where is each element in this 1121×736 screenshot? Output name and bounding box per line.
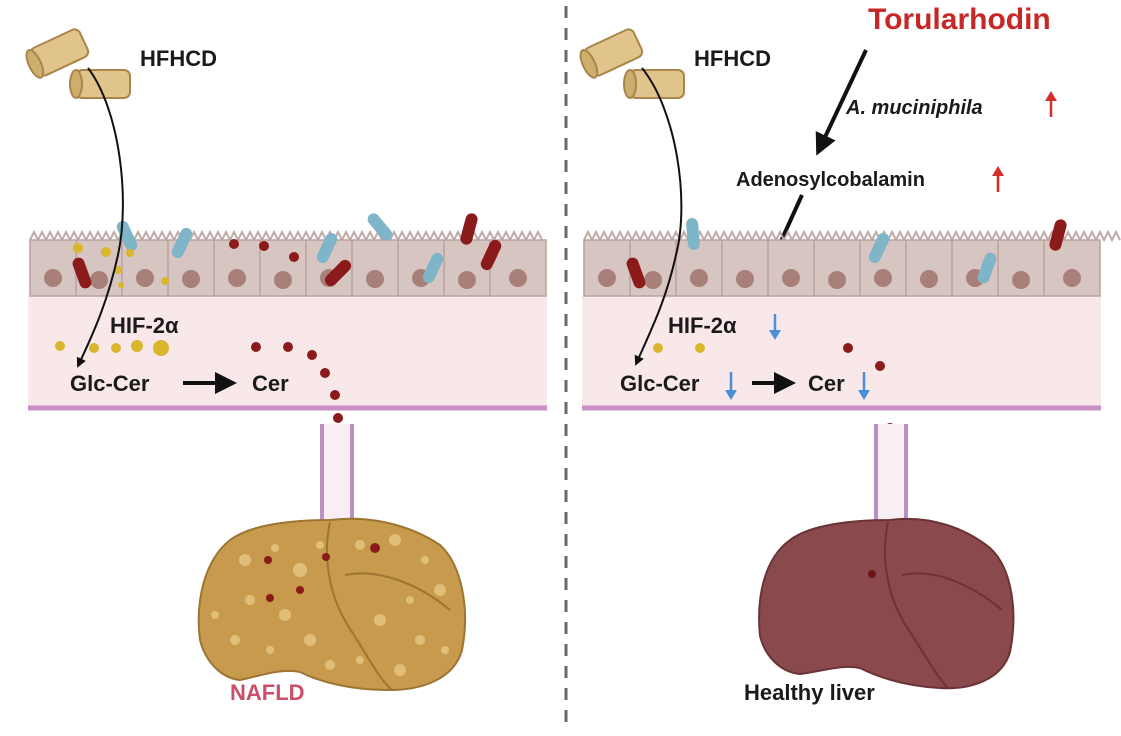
diet-uptake-arrow	[634, 67, 683, 366]
lipid-droplets	[653, 343, 705, 353]
hif-label: HIF-2α	[668, 313, 737, 338]
down-arrow-icon	[858, 372, 870, 400]
nafld-label: NAFLD	[230, 680, 305, 705]
hif-label: HIF-2α	[110, 313, 179, 338]
intestinal-epithelium	[583, 229, 1121, 297]
diet-label: HFHCD	[140, 46, 217, 71]
gut-bacteria	[626, 218, 1067, 289]
left-panel: HFHCD	[25, 28, 547, 705]
lipid-droplets	[55, 243, 169, 356]
glc-cer-label: Glc-Cer	[620, 371, 700, 396]
fatty-liver-icon	[197, 517, 467, 692]
down-arrow-icon	[769, 314, 781, 340]
lamina-propria	[582, 296, 1101, 408]
diet-label: HFHCD	[694, 46, 771, 71]
adenosylcobalamin-label: Adenosylcobalamin	[736, 169, 925, 191]
healthy-liver-label: Healthy liver	[744, 680, 875, 705]
down-arrow-icon	[725, 372, 737, 400]
torularhodin-label: Torularhodin	[868, 3, 1051, 36]
healthy-liver-icon	[758, 517, 1015, 690]
diet-uptake-arrow	[76, 67, 124, 368]
glc-cer-label: Glc-Cer	[70, 371, 150, 396]
treatment-arrow	[815, 49, 868, 156]
up-arrow-icon	[1045, 91, 1057, 117]
right-panel: Torularhodin A. muciniphila Adenosylcoba…	[579, 3, 1121, 705]
portal-vessel	[320, 424, 354, 520]
hfhcd-pellet-icon	[25, 28, 131, 99]
up-arrow-icon	[992, 166, 1004, 192]
hfhcd-pellet-icon	[579, 28, 685, 99]
cer-label: Cer	[252, 371, 289, 396]
portal-vessel	[874, 424, 908, 520]
cer-label: Cer	[808, 371, 845, 396]
bacteria-label: A. muciniphila	[845, 97, 983, 119]
